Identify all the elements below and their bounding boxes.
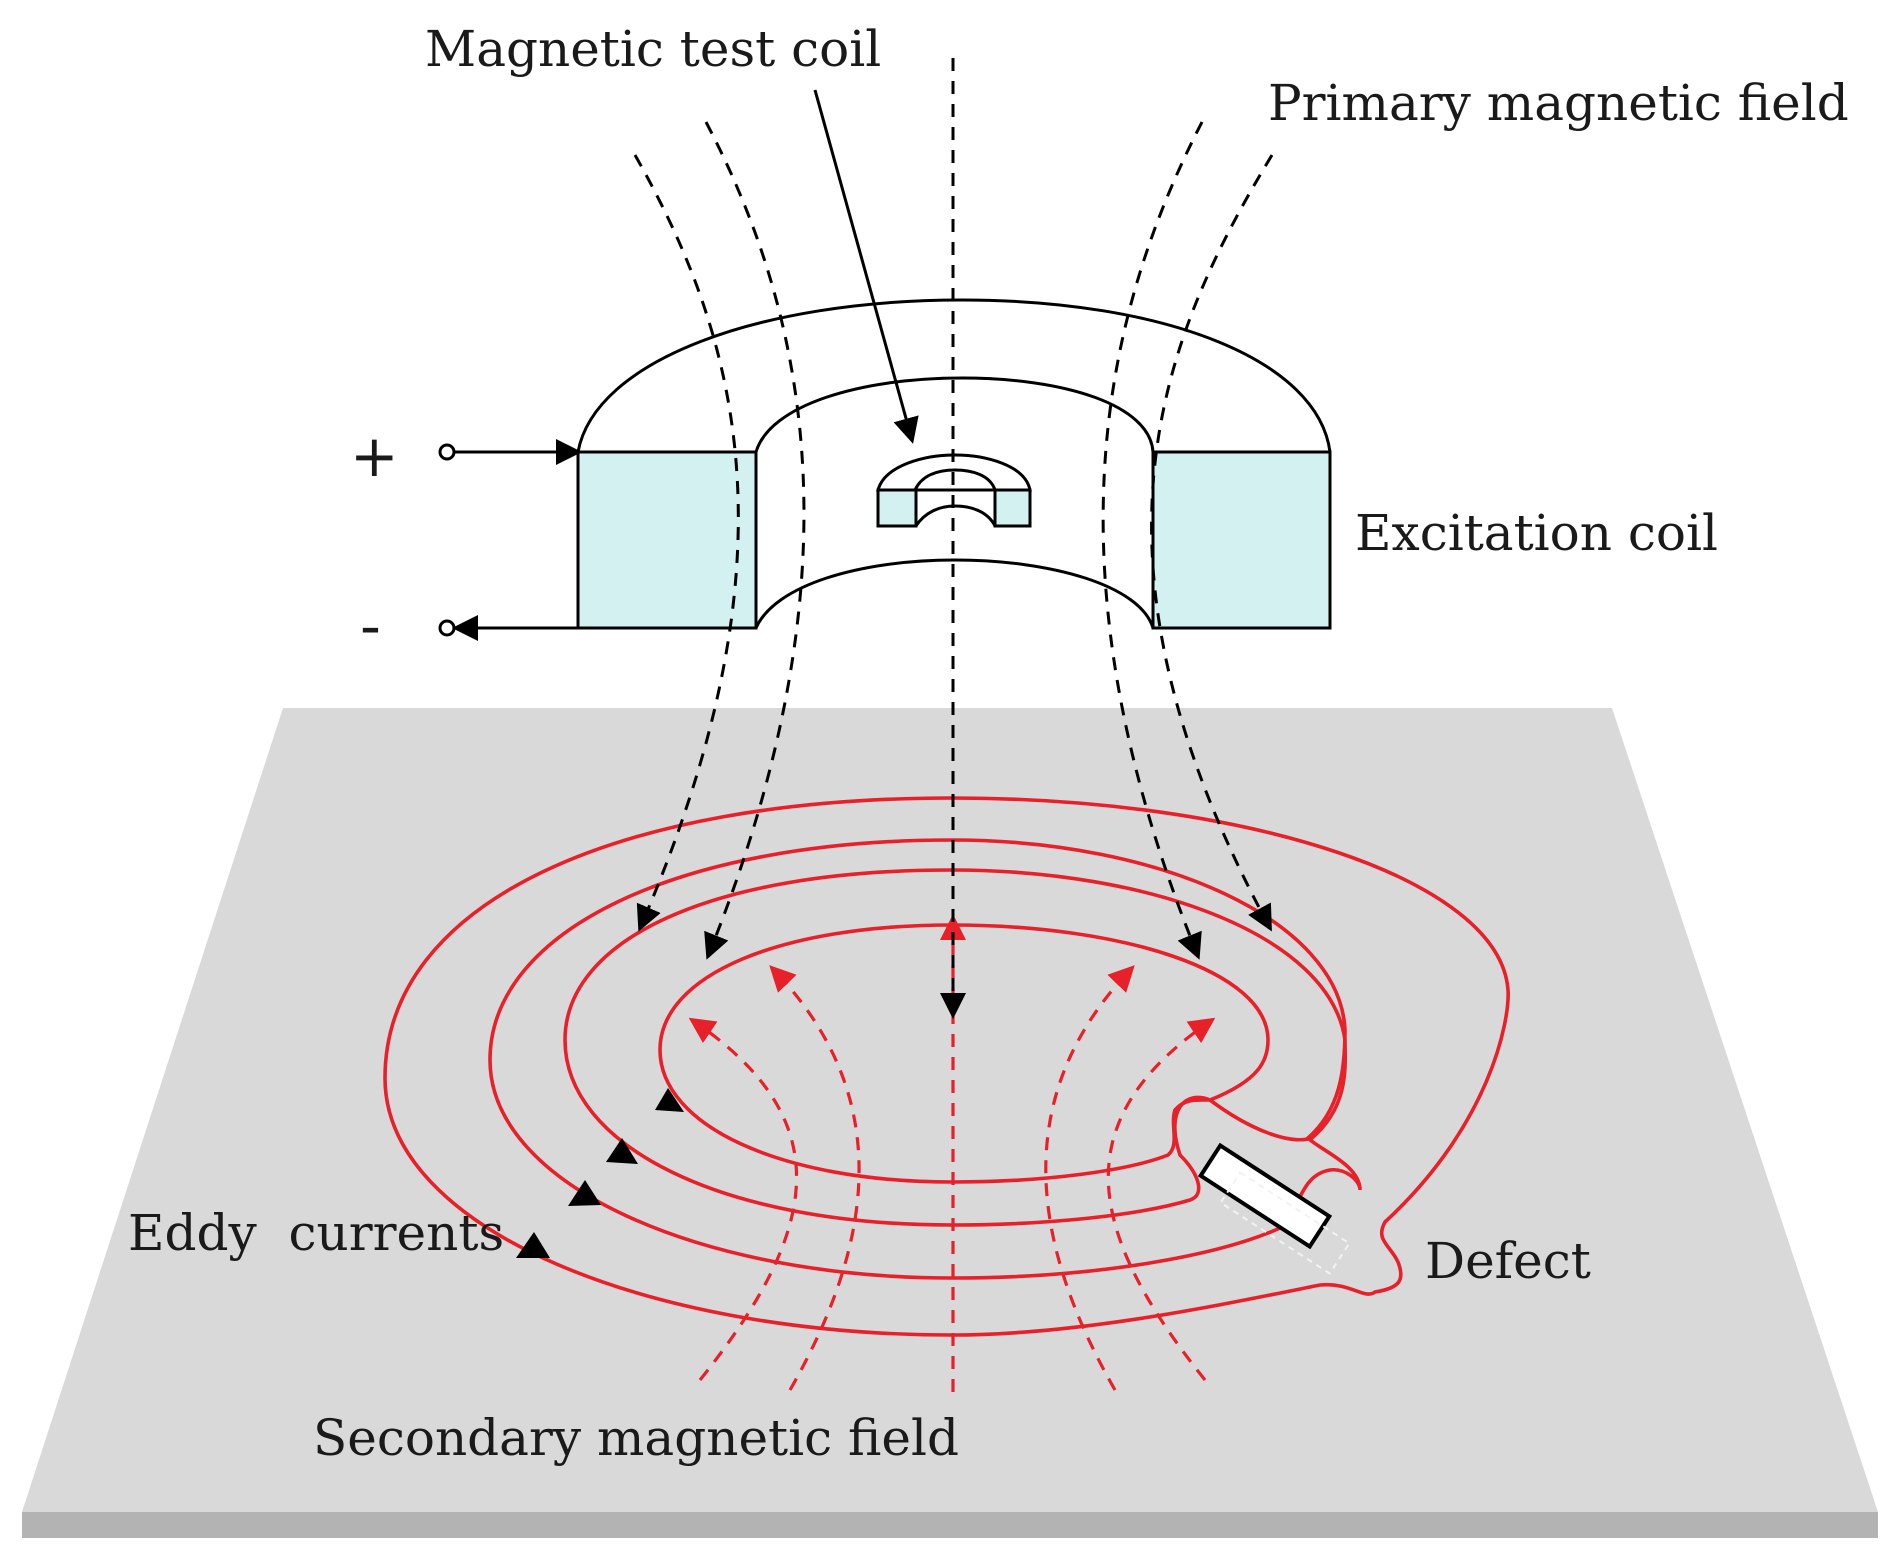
eddy-loop-outer	[383, 796, 1510, 1337]
conductive-plate	[22, 708, 1878, 1538]
label-plus: +	[350, 422, 399, 490]
eddy-arrow-3	[568, 1180, 601, 1206]
power-leads	[438, 439, 582, 641]
test-coil-pointer	[813, 89, 919, 444]
label-excitation-coil: Excitation coil	[1355, 504, 1718, 562]
excitation-coil	[576, 298, 1332, 630]
primary-field-lines	[633, 58, 1274, 1019]
eddy-arrow-1	[655, 1088, 684, 1112]
label-defect: Defect	[1425, 1232, 1591, 1290]
label-primary-magnetic-field: Primary magnetic field	[1268, 74, 1849, 132]
eddy-arrow-4	[516, 1232, 550, 1258]
label-eddy-currents: Eddy currents	[128, 1204, 504, 1262]
eddy-arrow-2	[606, 1138, 638, 1164]
magnetic-test-coil	[876, 453, 1032, 528]
eddy-loop-2	[563, 868, 1348, 1227]
label-minus: -	[360, 592, 381, 660]
label-secondary-magnetic-field: Secondary magnetic field	[313, 1409, 959, 1467]
label-magnetic-test-coil: Magnetic test coil	[425, 20, 881, 78]
eddy-loop-inner	[658, 923, 1270, 1184]
defect-mark	[1197, 1142, 1351, 1275]
